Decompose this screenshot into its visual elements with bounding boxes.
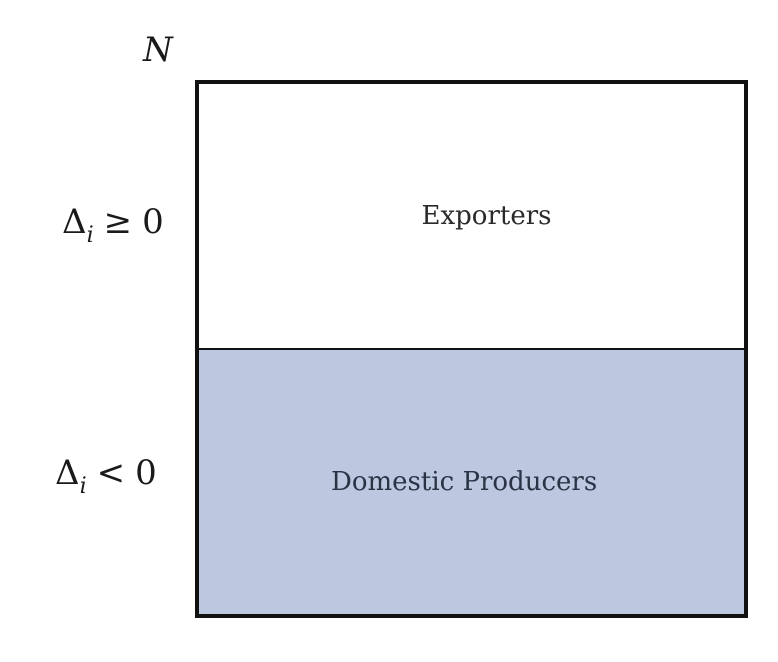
relation-lt: <	[96, 453, 126, 493]
axis-label-n: N	[143, 30, 173, 70]
threshold-value: 0	[135, 453, 157, 493]
relation-geq: ≥	[103, 202, 133, 242]
delta-symbol: Δ	[62, 202, 87, 242]
domestic-producers-region: Domestic Producers	[199, 348, 744, 614]
exporters-region: Exporters	[199, 84, 744, 348]
delta-symbol: Δ	[55, 453, 80, 493]
subscript-i: i	[79, 474, 87, 499]
domestic-producers-label: Domestic Producers	[331, 467, 598, 497]
threshold-value: 0	[142, 202, 164, 242]
partition-box: Exporters Domestic Producers	[195, 80, 748, 618]
exporters-label: Exporters	[421, 201, 552, 231]
subscript-i: i	[86, 223, 94, 248]
condition-label-nonnegative: Δi ≥0	[62, 202, 164, 248]
condition-label-negative: Δi <0	[55, 453, 157, 499]
